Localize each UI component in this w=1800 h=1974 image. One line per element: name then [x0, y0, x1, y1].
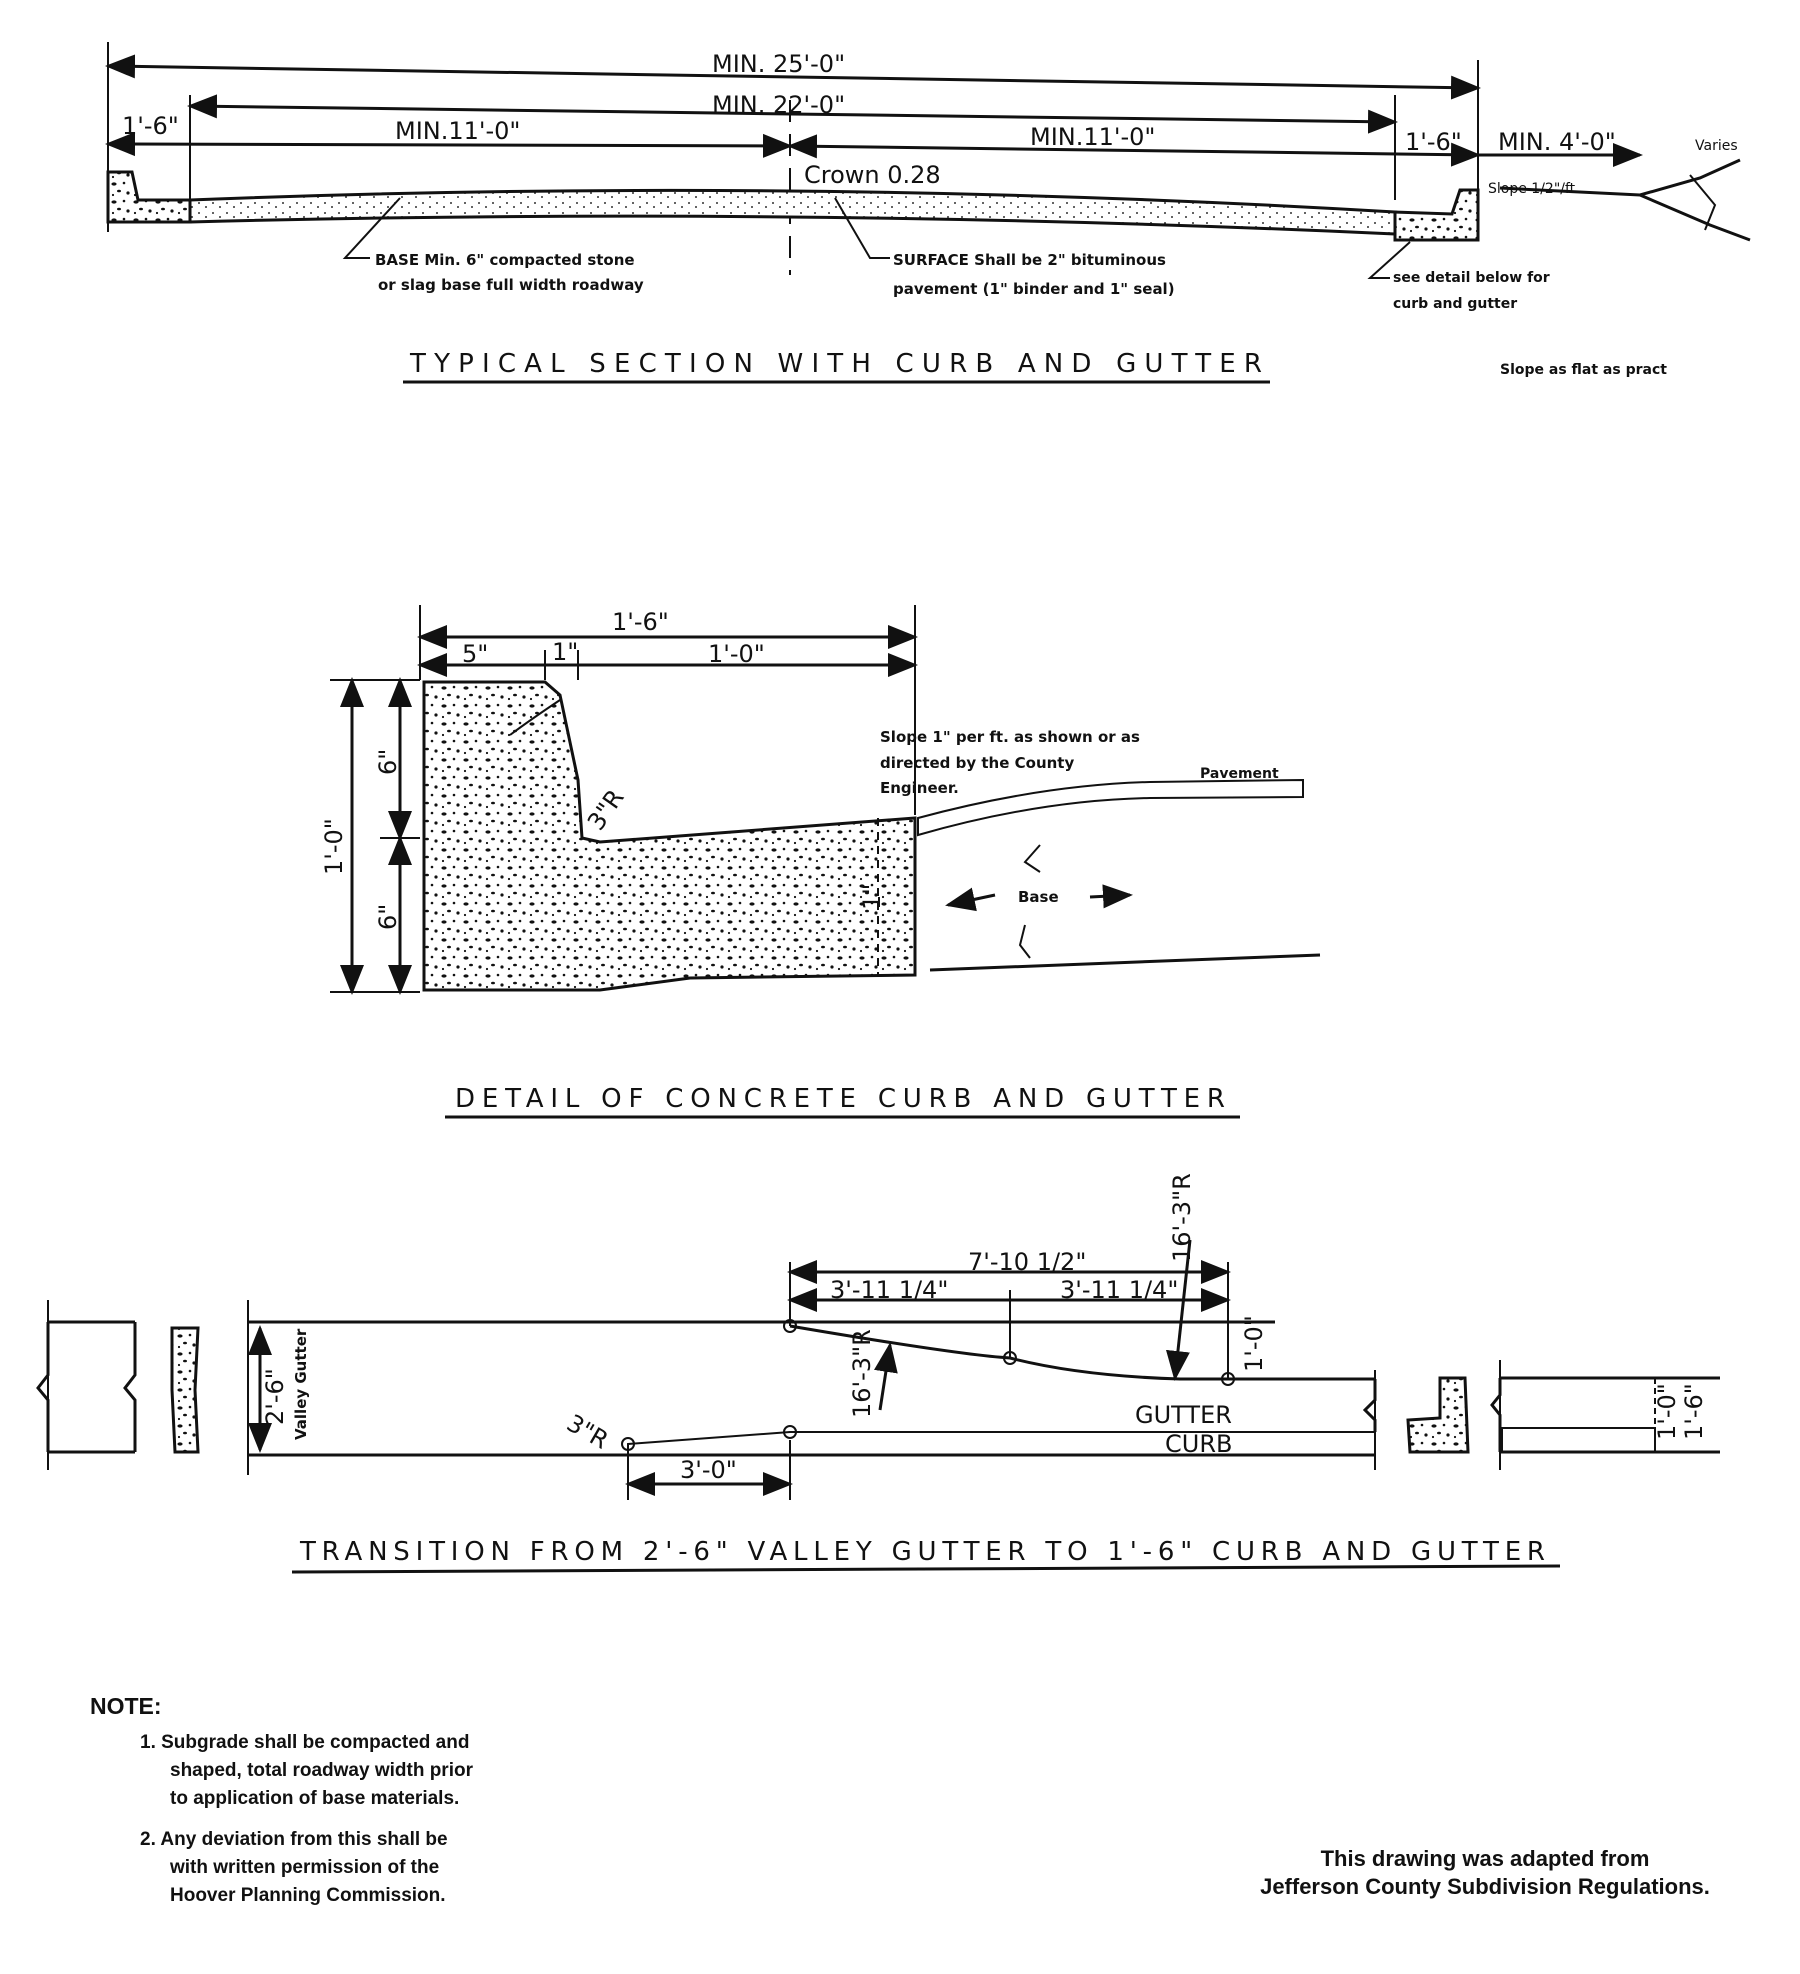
- credit-line-2: Jefferson County Subdivision Regulations…: [1260, 1874, 1710, 1899]
- transition-total: 7'-10 1/2": [968, 1248, 1086, 1276]
- curb-width-1: 1": [552, 638, 578, 666]
- dim-pavement: MIN. 22'-0": [712, 91, 845, 119]
- transition-small-radius: 3"R: [562, 1409, 613, 1455]
- dim-right-curb: 1'-6": [1405, 128, 1462, 156]
- note-2-line-1: 2. Any deviation from this shall be: [140, 1829, 448, 1850]
- dim-left-curb: 1'-6": [122, 112, 179, 140]
- curb-width-10: 1'-0": [708, 640, 765, 668]
- curb-label: CURB: [1165, 1430, 1232, 1458]
- notes-block: NOTE: 1. Subgrade shall be compacted and…: [90, 1693, 474, 1906]
- note-1-line-3: to application of base materials.: [170, 1788, 459, 1809]
- transition-valley: 2'-6": [261, 1368, 289, 1425]
- curb-detail: 1'-6" 5" 1" 1'-0" 1'-0" 6" 6" 3"R 1" Slo…: [320, 605, 1321, 1119]
- surface-note-2: pavement (1" binder and 1" seal): [893, 280, 1175, 298]
- pavement-label: Pavement: [1200, 766, 1279, 782]
- curb-concrete: [422, 680, 917, 992]
- valley-profile: [170, 1326, 200, 1454]
- curb-height-total: 1'-0": [320, 818, 348, 875]
- right-curb: [1393, 188, 1480, 242]
- typical-section-title: TYPICAL SECTION WITH CURB AND GUTTER: [409, 349, 1265, 379]
- slope-note-3: Engineer.: [880, 779, 959, 797]
- detail-note-1: see detail below for: [1393, 270, 1550, 286]
- slope-note-1: Slope 1" per ft. as shown or as: [880, 728, 1140, 746]
- transition-half-a: 3'-11 1/4": [830, 1276, 948, 1304]
- transition-title: TRANSITION FROM 2'-6" VALLEY GUTTER TO 1…: [299, 1537, 1548, 1567]
- credit-line-1: This drawing was adapted from: [1321, 1846, 1650, 1871]
- gutter-label: GUTTER: [1135, 1401, 1232, 1429]
- roadway-base: [188, 188, 1397, 236]
- dim-shoulder: MIN. 4'-0": [1498, 128, 1616, 156]
- right-dim-b: 1'-6": [1680, 1383, 1708, 1440]
- transition-offset: 1'-0": [1240, 1315, 1268, 1372]
- note-1-line-2: shaped, total roadway width prior: [170, 1760, 474, 1781]
- left-curb: [106, 170, 192, 224]
- curb-height-top: 6": [374, 749, 402, 775]
- curb-width-total: 1'-6": [612, 608, 669, 636]
- typical-section: MIN. 25'-0" MIN. 22'-0" 1'-6" MIN.11'-0"…: [105, 42, 1751, 384]
- notes-heading: NOTE:: [90, 1693, 162, 1719]
- varies-label: Varies: [1695, 138, 1738, 154]
- transition-taper: 3'-0": [680, 1456, 737, 1484]
- base-note-1: BASE Min. 6" compacted stone: [375, 251, 635, 269]
- surface-note-1: SURFACE Shall be 2" bituminous: [893, 251, 1166, 269]
- base-label: Base: [1018, 888, 1059, 906]
- right-gutter-strip: [1501, 1427, 1656, 1453]
- slope-note: Slope as flat as pract: [1500, 362, 1667, 378]
- curb-radius: 3"R: [582, 784, 630, 835]
- transition-detail: 7'-10 1/2" 3'-11 1/4" 3'-11 1/4" 16'-3"R…: [36, 1173, 1720, 1574]
- valley-gutter-label: Valley Gutter: [292, 1328, 310, 1440]
- curb-detail-title: DETAIL OF CONCRETE CURB AND GUTTER: [455, 1084, 1228, 1114]
- detail-note-2: curb and gutter: [1393, 296, 1517, 312]
- curb-height-bottom: 6": [374, 904, 402, 930]
- note-1-line-1: 1. Subgrade shall be compacted and: [140, 1732, 469, 1753]
- dim-left-lane: MIN.11'-0": [395, 117, 520, 145]
- slope-note-2: directed by the County: [880, 754, 1074, 772]
- dim-crown: Crown 0.28: [804, 161, 941, 189]
- right-dim-a: 1'-0": [1653, 1383, 1681, 1440]
- base-note-2: or slag base full width roadway: [378, 276, 644, 294]
- gutter-strip: [627, 1431, 1376, 1456]
- note-2-line-3: Hoover Planning Commission.: [170, 1885, 446, 1906]
- transition-radius-a: 16'-3"R: [848, 1329, 876, 1418]
- gutter-depth: 1": [858, 884, 886, 910]
- dim-right-lane: MIN.11'-0": [1030, 123, 1155, 151]
- transition-big-radius: 16'-3"R: [1168, 1173, 1196, 1262]
- curb-profile: [1406, 1376, 1470, 1454]
- note-2-line-2: with written permission of the: [169, 1857, 439, 1878]
- dim-overall: MIN. 25'-0": [712, 50, 845, 78]
- pavement-layer: [917, 778, 1304, 837]
- curb-width-5: 5": [462, 640, 488, 668]
- credit-block: This drawing was adapted from Jefferson …: [1260, 1846, 1710, 1899]
- transition-half-b: 3'-11 1/4": [1060, 1276, 1178, 1304]
